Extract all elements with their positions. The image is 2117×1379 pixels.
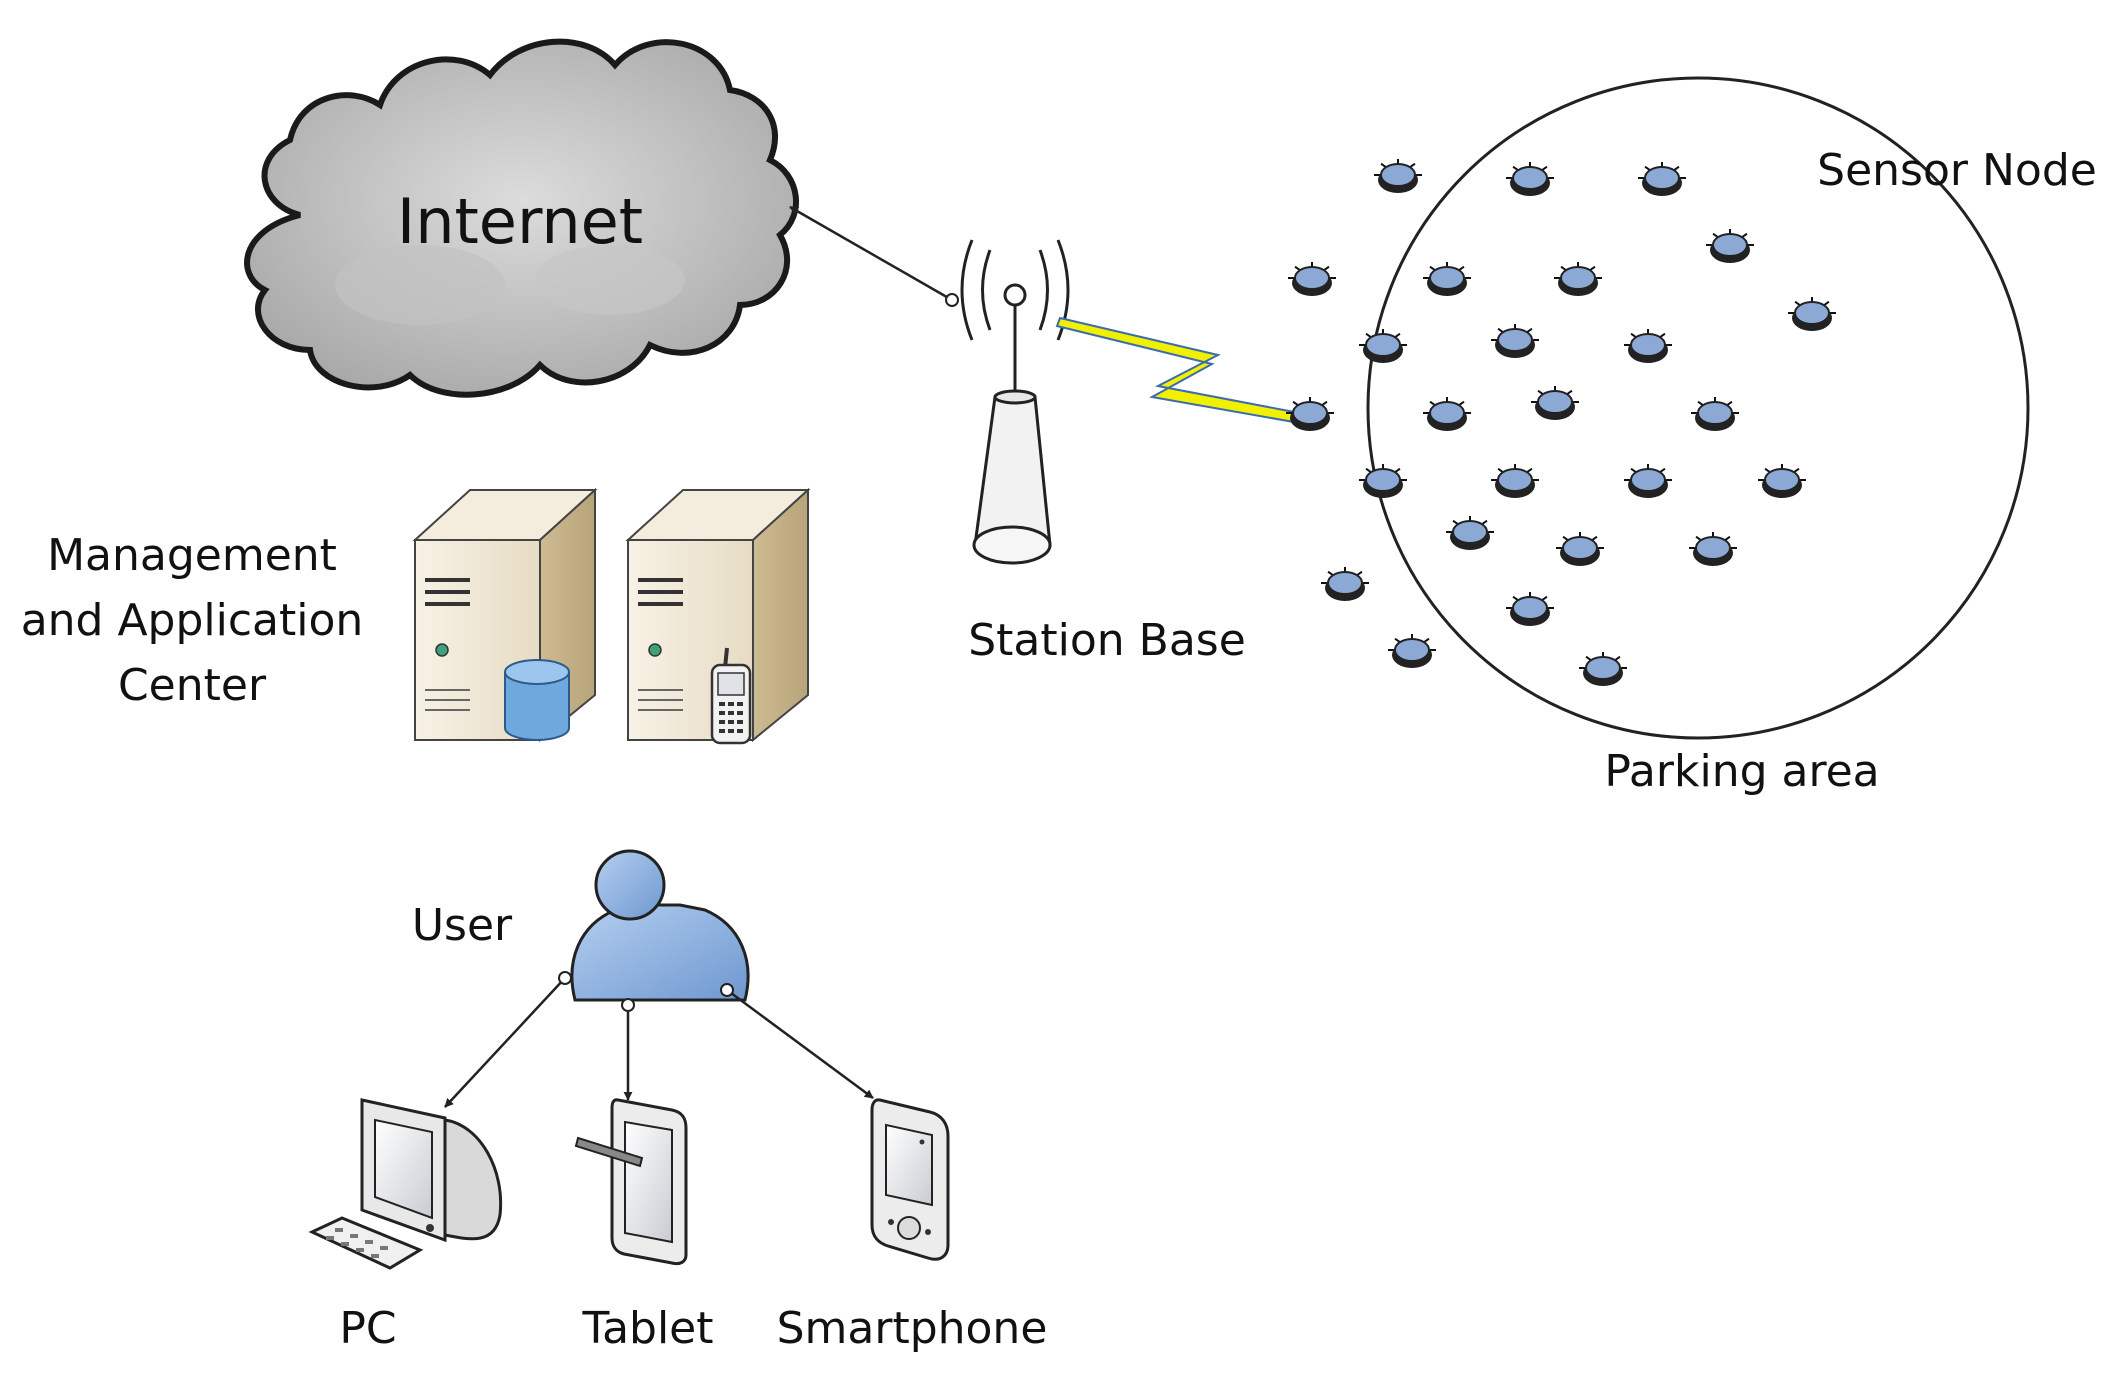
management-label-line2: and Application bbox=[21, 595, 364, 646]
sensor-node bbox=[1788, 297, 1836, 331]
sensor-node bbox=[1624, 329, 1672, 363]
sensor-node bbox=[1374, 159, 1422, 193]
sensor-node bbox=[1531, 386, 1579, 420]
phone-icon bbox=[710, 647, 752, 745]
lightning-icon bbox=[1055, 316, 1312, 426]
management-label-line3: Center bbox=[118, 660, 267, 711]
connector-station-internet bbox=[789, 205, 953, 302]
connector-endpoint bbox=[558, 971, 572, 985]
user-label: User bbox=[412, 900, 513, 951]
sensor-node bbox=[1638, 162, 1686, 196]
tablet-label: Tablet bbox=[581, 1303, 713, 1354]
connector-endpoint bbox=[945, 293, 959, 307]
user-icon bbox=[570, 849, 750, 1002]
sensor-node bbox=[1554, 262, 1602, 296]
sensor-node bbox=[1556, 532, 1604, 566]
pc-label: PC bbox=[339, 1303, 396, 1354]
sensor-node bbox=[1491, 464, 1539, 498]
connector-user-pc bbox=[444, 977, 566, 1108]
sensor-node bbox=[1624, 464, 1672, 498]
connector-endpoint bbox=[621, 998, 635, 1012]
management-label-line1: Management bbox=[47, 530, 337, 581]
tablet-icon bbox=[574, 1098, 688, 1266]
station-base-label: Station Base bbox=[968, 615, 1246, 666]
sensor-node bbox=[1506, 162, 1554, 196]
sensor-node bbox=[1758, 464, 1806, 498]
parking-area-label: Parking area bbox=[1604, 746, 1879, 797]
sensor-node bbox=[1446, 516, 1494, 550]
sensor-node bbox=[1321, 567, 1369, 601]
server-icon bbox=[625, 487, 811, 743]
sensor-node bbox=[1388, 634, 1436, 668]
sensor-node bbox=[1359, 464, 1407, 498]
parking-area-boundary bbox=[1366, 76, 2030, 740]
smartphone-label: Smartphone bbox=[777, 1303, 1048, 1354]
sensor-node bbox=[1579, 652, 1627, 686]
cloud-icon bbox=[244, 38, 799, 398]
sensor-node bbox=[1423, 397, 1471, 431]
sensor-node bbox=[1706, 229, 1754, 263]
pc-icon bbox=[308, 1098, 503, 1270]
sensor-node bbox=[1506, 592, 1554, 626]
internet-label: Internet bbox=[397, 185, 643, 258]
sensor-node bbox=[1491, 324, 1539, 358]
sensor-node-label: Sensor Node bbox=[1817, 145, 2097, 196]
sensor-node bbox=[1288, 262, 1336, 296]
sensor-node bbox=[1691, 397, 1739, 431]
sensor-node-group bbox=[1286, 159, 1836, 686]
sensor-node bbox=[1286, 397, 1334, 431]
smartphone-icon bbox=[870, 1098, 950, 1261]
sensor-node bbox=[1359, 329, 1407, 363]
antenna-icon bbox=[960, 239, 1070, 565]
sensor-node bbox=[1689, 532, 1737, 566]
sensor-node bbox=[1423, 262, 1471, 296]
connector-user-smartphone bbox=[726, 988, 874, 1100]
database-icon bbox=[504, 659, 570, 741]
connector-endpoint bbox=[720, 983, 734, 997]
